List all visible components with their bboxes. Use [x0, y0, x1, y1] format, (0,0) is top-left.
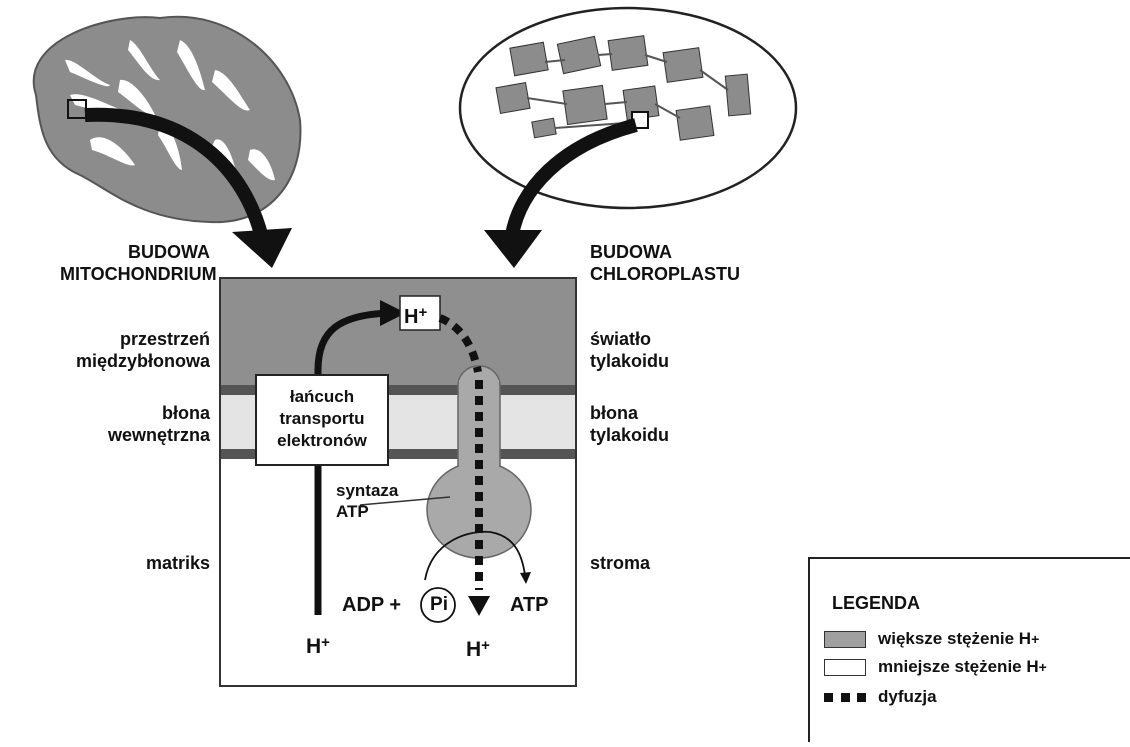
synthase-line2: ATP: [336, 502, 369, 521]
label-stroma: stroma: [590, 553, 651, 573]
legend-row-diffusion: dyfuzja: [824, 687, 937, 707]
label-lumen-line2: tylakoidu: [590, 351, 670, 371]
pi-label: Pi: [430, 594, 448, 615]
etc-line1: łańcuch: [289, 387, 355, 406]
legend-higher-text: większe stężenie H: [878, 629, 1032, 648]
chloro-title: BUDOWA CHLOROPLASTU: [590, 241, 740, 285]
pi-circle: [420, 587, 456, 623]
etc-label: łańcuch transportu elektronów: [256, 386, 388, 452]
etc-line3: elektronów: [277, 431, 367, 450]
h-ion-bottom-left: H+: [306, 634, 330, 658]
legend-lower-text: mniejsze stężenie H: [878, 657, 1039, 676]
etc-arrow: [314, 309, 389, 615]
chloro-zoom-arrow: [505, 118, 638, 237]
legend-swatch-lower: [824, 658, 866, 676]
chloroplast-illustration: [458, 6, 798, 210]
rotation-arrow: [424, 530, 526, 581]
atp-label: ATP: [510, 594, 549, 616]
h-br-sup: +: [481, 637, 490, 654]
legend-title: LEGENDA: [832, 593, 921, 613]
legend-row-higher: większe stężenie H+: [824, 629, 1039, 649]
h-bl-sup: +: [321, 634, 330, 651]
label-membrane-line2: tylakoidu: [590, 425, 670, 445]
label-thylakoid-membrane: błona tylakoidu: [590, 402, 669, 446]
legend-row-lower: mniejsze stężenie H+: [824, 657, 1047, 677]
synthase-label: syntaza ATP: [336, 480, 398, 522]
label-inner-membrane: błona wewnętrzna: [40, 402, 210, 446]
h-top-sup: +: [418, 304, 428, 321]
label-intermembrane-line2: międzybłonowa: [75, 351, 210, 371]
label-inner-membrane-line2: wewnętrzna: [107, 425, 210, 445]
mito-title-line1: BUDOWA: [128, 242, 210, 262]
legend: LEGENDA większe stężenie H+ mniejsze stę…: [808, 557, 1130, 742]
label-thylakoid-lumen: światło tylakoidu: [590, 328, 669, 372]
label-matrix: matriks: [145, 553, 210, 573]
label-membrane-line1: błona: [590, 403, 638, 423]
h-top-box: [399, 295, 441, 331]
chloro-title-line2: CHLOROPLASTU: [590, 264, 740, 284]
legend-lower-sup: +: [1038, 659, 1047, 675]
legend-diffusion-icon: [824, 692, 866, 702]
mito-title-line2: MITOCHONDRIUM: [60, 264, 217, 284]
mito-zoom-arrow: [84, 107, 269, 240]
adp-label: ADP +: [342, 594, 402, 616]
etc-line2: transportu: [279, 409, 365, 428]
mito-title: BUDOWA MITOCHONDRIUM: [60, 241, 217, 285]
label-intermembrane-space: przestrzeń międzybłonowa: [40, 328, 210, 372]
synthase-line1: syntaza: [336, 481, 399, 500]
diffusion-path: [438, 314, 490, 616]
legend-swatch-higher: [824, 630, 866, 648]
label-intermembrane-line1: przestrzeń: [119, 329, 210, 349]
legend-higher-sup: +: [1031, 631, 1040, 647]
h-ion-bottom-right: H+: [466, 637, 490, 661]
legend-diffusion-text: dyfuzja: [878, 687, 937, 706]
etc-box: [255, 374, 389, 466]
h-ion-top: H+: [404, 304, 428, 328]
label-lumen-line1: światło: [590, 329, 652, 349]
label-inner-membrane-line1: błona: [162, 403, 210, 423]
chloro-title-line1: BUDOWA: [590, 242, 672, 262]
